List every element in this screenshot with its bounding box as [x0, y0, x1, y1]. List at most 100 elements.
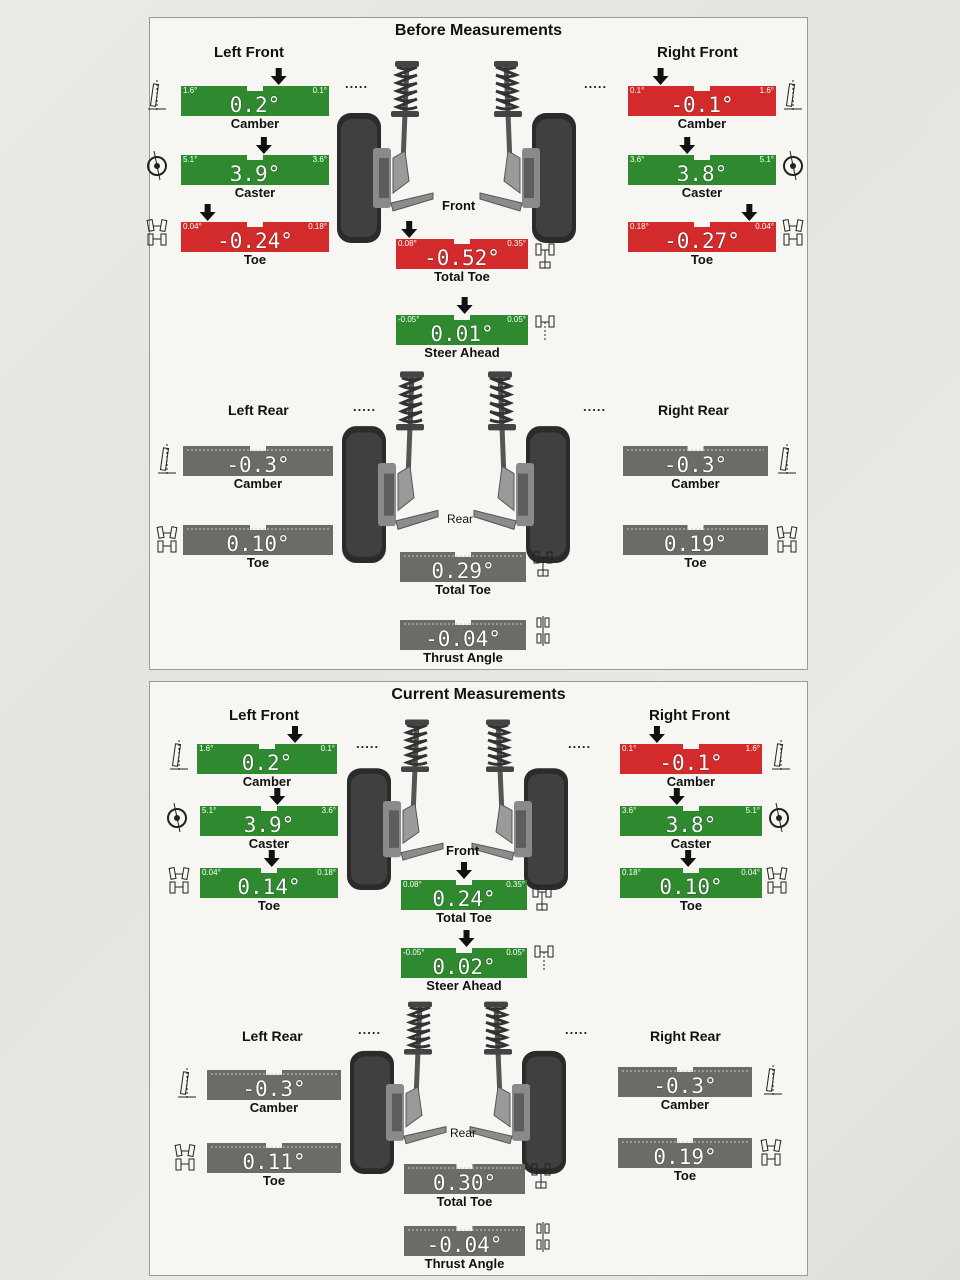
gauge-max-limit: 0.05°: [507, 315, 526, 324]
left-front-caster-gauge: 5.1°3.6°3.9°Caster: [181, 137, 329, 200]
gauge-caption: Caster: [234, 185, 276, 200]
gauge-caption: Toe: [690, 252, 714, 267]
camber-wheel-icon: [770, 738, 792, 772]
gauge-caption: Camber: [666, 774, 716, 789]
left-rear-label: Left Rear: [242, 1028, 303, 1044]
front-label: Front: [446, 843, 480, 858]
gauge-value: -0.1°: [670, 93, 734, 117]
left-rear-toe-gauge: 0.11°Toe: [207, 1139, 341, 1188]
gauge-max-limit: 3.6°: [312, 155, 327, 164]
coil-spring: [485, 1005, 511, 1049]
gauge-min-limit: 0.04°: [202, 868, 221, 877]
gauge-min-limit: 0.08°: [398, 239, 417, 248]
rear-total-toe-gauge: 0.30°Total Toe: [404, 1160, 525, 1209]
gauge-min-limit: 1.6°: [183, 86, 198, 95]
left-rear-camber-gauge: -0.3°Camber: [183, 442, 333, 491]
gauge-max-limit: 0.04°: [741, 868, 760, 877]
gauge-max-limit: 1.6°: [745, 744, 760, 753]
gauge-value: 0.29°: [431, 559, 495, 583]
gauge-value: -0.3°: [226, 453, 290, 477]
thrust-angle-icon: [532, 1220, 554, 1254]
camber-wheel-icon: [762, 1063, 784, 1097]
right-front-toe-gauge: 0.18°0.04°-0.27°Toe: [628, 204, 776, 267]
gauge-caption: Camber: [671, 476, 720, 491]
total-toe-icon: [534, 238, 556, 272]
right-rear-label: Right Rear: [650, 1028, 721, 1044]
gauge-value: 0.01°: [430, 322, 494, 346]
left-rear-camber-gauge: -0.3°Camber: [207, 1066, 341, 1115]
dots-separator: .....: [345, 76, 369, 91]
gauge-value: -0.27°: [664, 229, 740, 253]
left-front-toe-gauge: 0.04°0.18°-0.24°Toe: [181, 204, 329, 267]
gauge-caption: Total Toe: [436, 1194, 493, 1209]
dots-separator: .....: [568, 736, 592, 751]
control-arm: [395, 509, 439, 530]
gauge-value: -0.3°: [242, 1077, 306, 1101]
toe-wheels-icon: [174, 1139, 196, 1173]
right-rear-suspension-image: [468, 994, 568, 1174]
toe-wheels-icon: [168, 862, 190, 896]
gauge-value: -0.3°: [663, 453, 728, 477]
right-front-caster-gauge: 3.6°5.1°3.8°Caster: [620, 788, 762, 851]
left-front-label: Left Front: [229, 707, 299, 724]
control-arm: [469, 1126, 513, 1145]
right-front-camber-gauge: 0.1°1.6°-0.1°Camber: [620, 726, 762, 789]
gauge-max-limit: 3.6°: [321, 806, 336, 815]
gauge-value: 0.30°: [432, 1171, 497, 1195]
panel-title: Current Measurements: [391, 686, 566, 703]
gauge-caption: Steer Ahead: [424, 345, 500, 360]
gauge-value: 0.10°: [226, 532, 290, 556]
front-total-toe-gauge: 0.08°0.35°0.24°Total Toe: [401, 862, 527, 925]
front-total-toe-gauge: 0.08°0.35°-0.52°Total Toe: [396, 221, 528, 284]
gauge-caption: Toe: [684, 555, 707, 570]
left-front-toe-gauge: 0.04°0.18°0.14°Toe: [200, 850, 338, 913]
coil-spring: [487, 723, 513, 766]
front-label: Front: [442, 198, 476, 213]
toe-wheels-icon: [156, 521, 178, 555]
left-front-camber-gauge: 1.6°0.1°0.2°Camber: [181, 68, 329, 131]
caster-wheel-icon: [768, 800, 790, 834]
gauge-max-limit: 0.1°: [320, 744, 335, 753]
gauge-value: 0.24°: [432, 887, 496, 911]
thrust-angle-icon: [532, 614, 554, 648]
gauge-max-limit: 0.18°: [308, 222, 327, 231]
gauge-value: 0.11°: [242, 1150, 306, 1174]
gauge-value: 0.19°: [663, 532, 728, 556]
control-arm: [473, 509, 517, 530]
gauge-bar: [401, 930, 527, 978]
gauge-value: 3.8°: [665, 813, 717, 837]
gauge-min-limit: -0.05°: [403, 948, 425, 957]
gauge-bar: [623, 525, 768, 555]
right-rear-label: Right Rear: [658, 402, 729, 418]
camber-wheel-icon: [168, 738, 190, 772]
left-front-caster-gauge: 5.1°3.6°3.9°Caster: [200, 788, 338, 851]
right-rear-toe-gauge: 0.19°Toe: [618, 1134, 752, 1183]
gauge-bar: [200, 850, 338, 898]
left-rear-suspension-image: [340, 363, 440, 563]
toe-wheels-icon: [760, 1134, 782, 1168]
before-measurements-panel: Before Measurements Left Front Right Fro…: [146, 17, 808, 670]
left-front-suspension-image: [345, 712, 445, 890]
camber-wheel-icon: [782, 78, 804, 112]
gauge-caption: Toe: [243, 252, 267, 267]
right-rear-camber-gauge: -0.3°Camber: [618, 1063, 752, 1112]
right-front-suspension-image: [478, 53, 578, 243]
gauge-min-limit: 0.08°: [403, 880, 422, 889]
gauge-bar: [183, 446, 333, 476]
dots-separator: .....: [565, 1022, 589, 1037]
right-rear-camber-gauge: -0.3°Camber: [623, 442, 768, 491]
gauge-max-limit: 5.1°: [759, 155, 774, 164]
dots-separator: .....: [356, 736, 380, 751]
left-front-suspension-image: [335, 53, 435, 243]
gauge-value: -0.04°: [425, 627, 501, 651]
coil-spring: [489, 376, 515, 424]
gauge-min-limit: 3.6°: [630, 155, 645, 164]
gauge-bar: [400, 552, 526, 582]
gauge-min-limit: 5.1°: [183, 155, 198, 164]
right-front-label: Right Front: [649, 707, 730, 724]
gauge-bar: [404, 1226, 525, 1256]
gauge-min-limit: 0.18°: [622, 868, 641, 877]
gauge-bar: [183, 525, 333, 555]
rear-label: Rear: [450, 1126, 477, 1140]
left-rear-suspension-image: [348, 994, 448, 1174]
